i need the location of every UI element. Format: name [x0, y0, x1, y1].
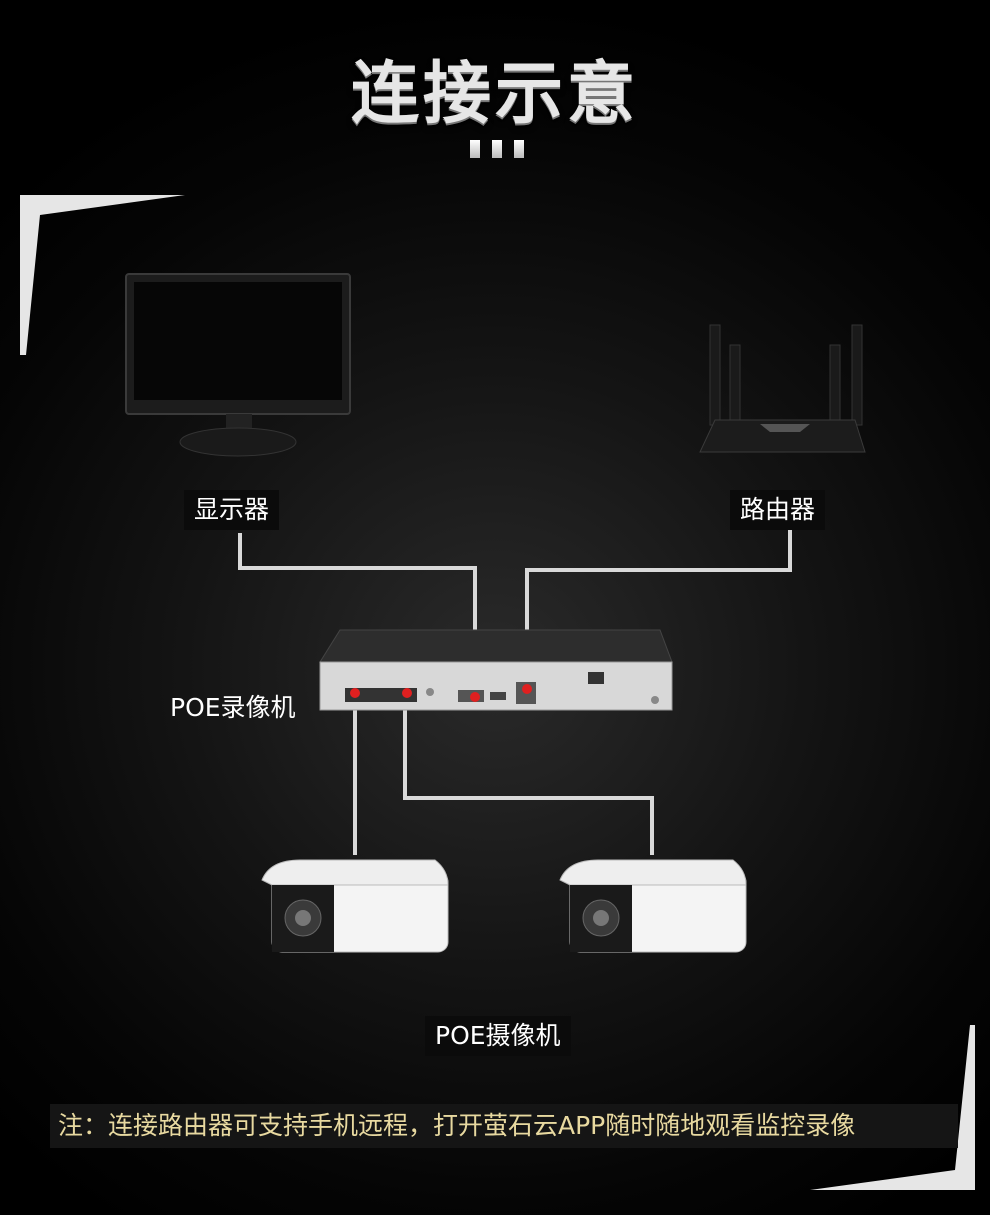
camera-left [261, 859, 449, 953]
nvr-device [319, 629, 673, 711]
wire-nvr-camera-right [403, 700, 654, 855]
monitor-device [125, 273, 351, 457]
monitor-label: 显示器 [184, 490, 280, 530]
router-device [699, 324, 866, 453]
page-title: 连接示意 [350, 55, 639, 134]
corner-bracket-top-left [20, 195, 185, 355]
title-divider-dots [470, 140, 524, 158]
corner-bracket-bottom-right [810, 1025, 975, 1190]
camera-label: POE摄像机 [425, 1016, 571, 1056]
router-label: 路由器 [730, 490, 826, 530]
footnote: 注：连接路由器可支持手机远程，打开萤石云APP随时随地观看监控录像 [50, 1104, 958, 1148]
camera-right [559, 859, 747, 953]
wire-router-nvr [525, 530, 792, 688]
nvr-label: POE录像机 [170, 693, 296, 722]
